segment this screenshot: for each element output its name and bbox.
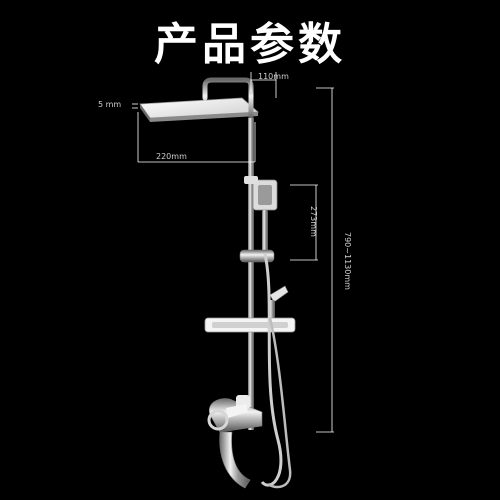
dim-head-thickness: 5 mm — [98, 100, 122, 109]
slide-bracket — [239, 249, 275, 263]
handheld-shower — [244, 176, 278, 254]
storage-shelf — [204, 317, 296, 333]
shower-hose — [260, 253, 283, 487]
dim-arm-length: 110mm — [258, 72, 289, 81]
page-title: 产品参数 — [154, 19, 346, 70]
dim-handheld-height: 273mm — [309, 206, 318, 237]
dim-head-width: 220mm — [156, 152, 187, 161]
mixer-valve — [207, 395, 263, 433]
dimension-lines — [132, 72, 334, 433]
bidet-sprayer — [268, 285, 289, 318]
rain-shower-head — [139, 97, 260, 122]
bath-spout — [219, 431, 251, 489]
riser-pipe — [248, 118, 254, 430]
dim-total-height: 790~1130mm — [343, 232, 352, 290]
